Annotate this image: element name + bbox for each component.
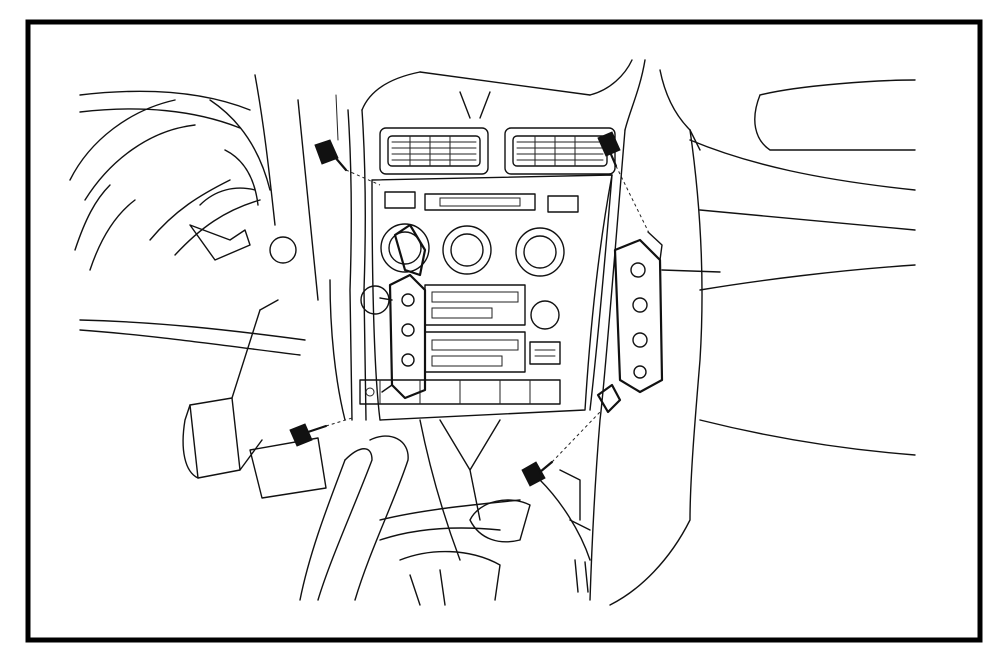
shift-lever	[299, 419, 591, 606]
screw-bottom-right	[521, 411, 601, 487]
dash-hood	[361, 59, 701, 151]
screw-bottom-left	[289, 417, 353, 447]
left-mounting-bracket	[379, 223, 427, 400]
left-trim	[329, 279, 346, 421]
air-vents	[379, 127, 616, 175]
dashboard-right	[589, 79, 916, 606]
screw-top-left	[314, 139, 381, 186]
screws	[289, 94, 651, 487]
pedal	[182, 299, 327, 499]
control-knobs	[380, 223, 565, 277]
switch-strip	[384, 191, 579, 213]
console-left-edge	[347, 109, 353, 421]
console-left-edge-inner	[361, 109, 367, 421]
right-mounting-bracket	[596, 231, 721, 414]
audio-unit	[359, 284, 561, 405]
screw-leader	[335, 94, 339, 141]
steering-wheel	[69, 74, 319, 356]
frame	[25, 19, 983, 643]
